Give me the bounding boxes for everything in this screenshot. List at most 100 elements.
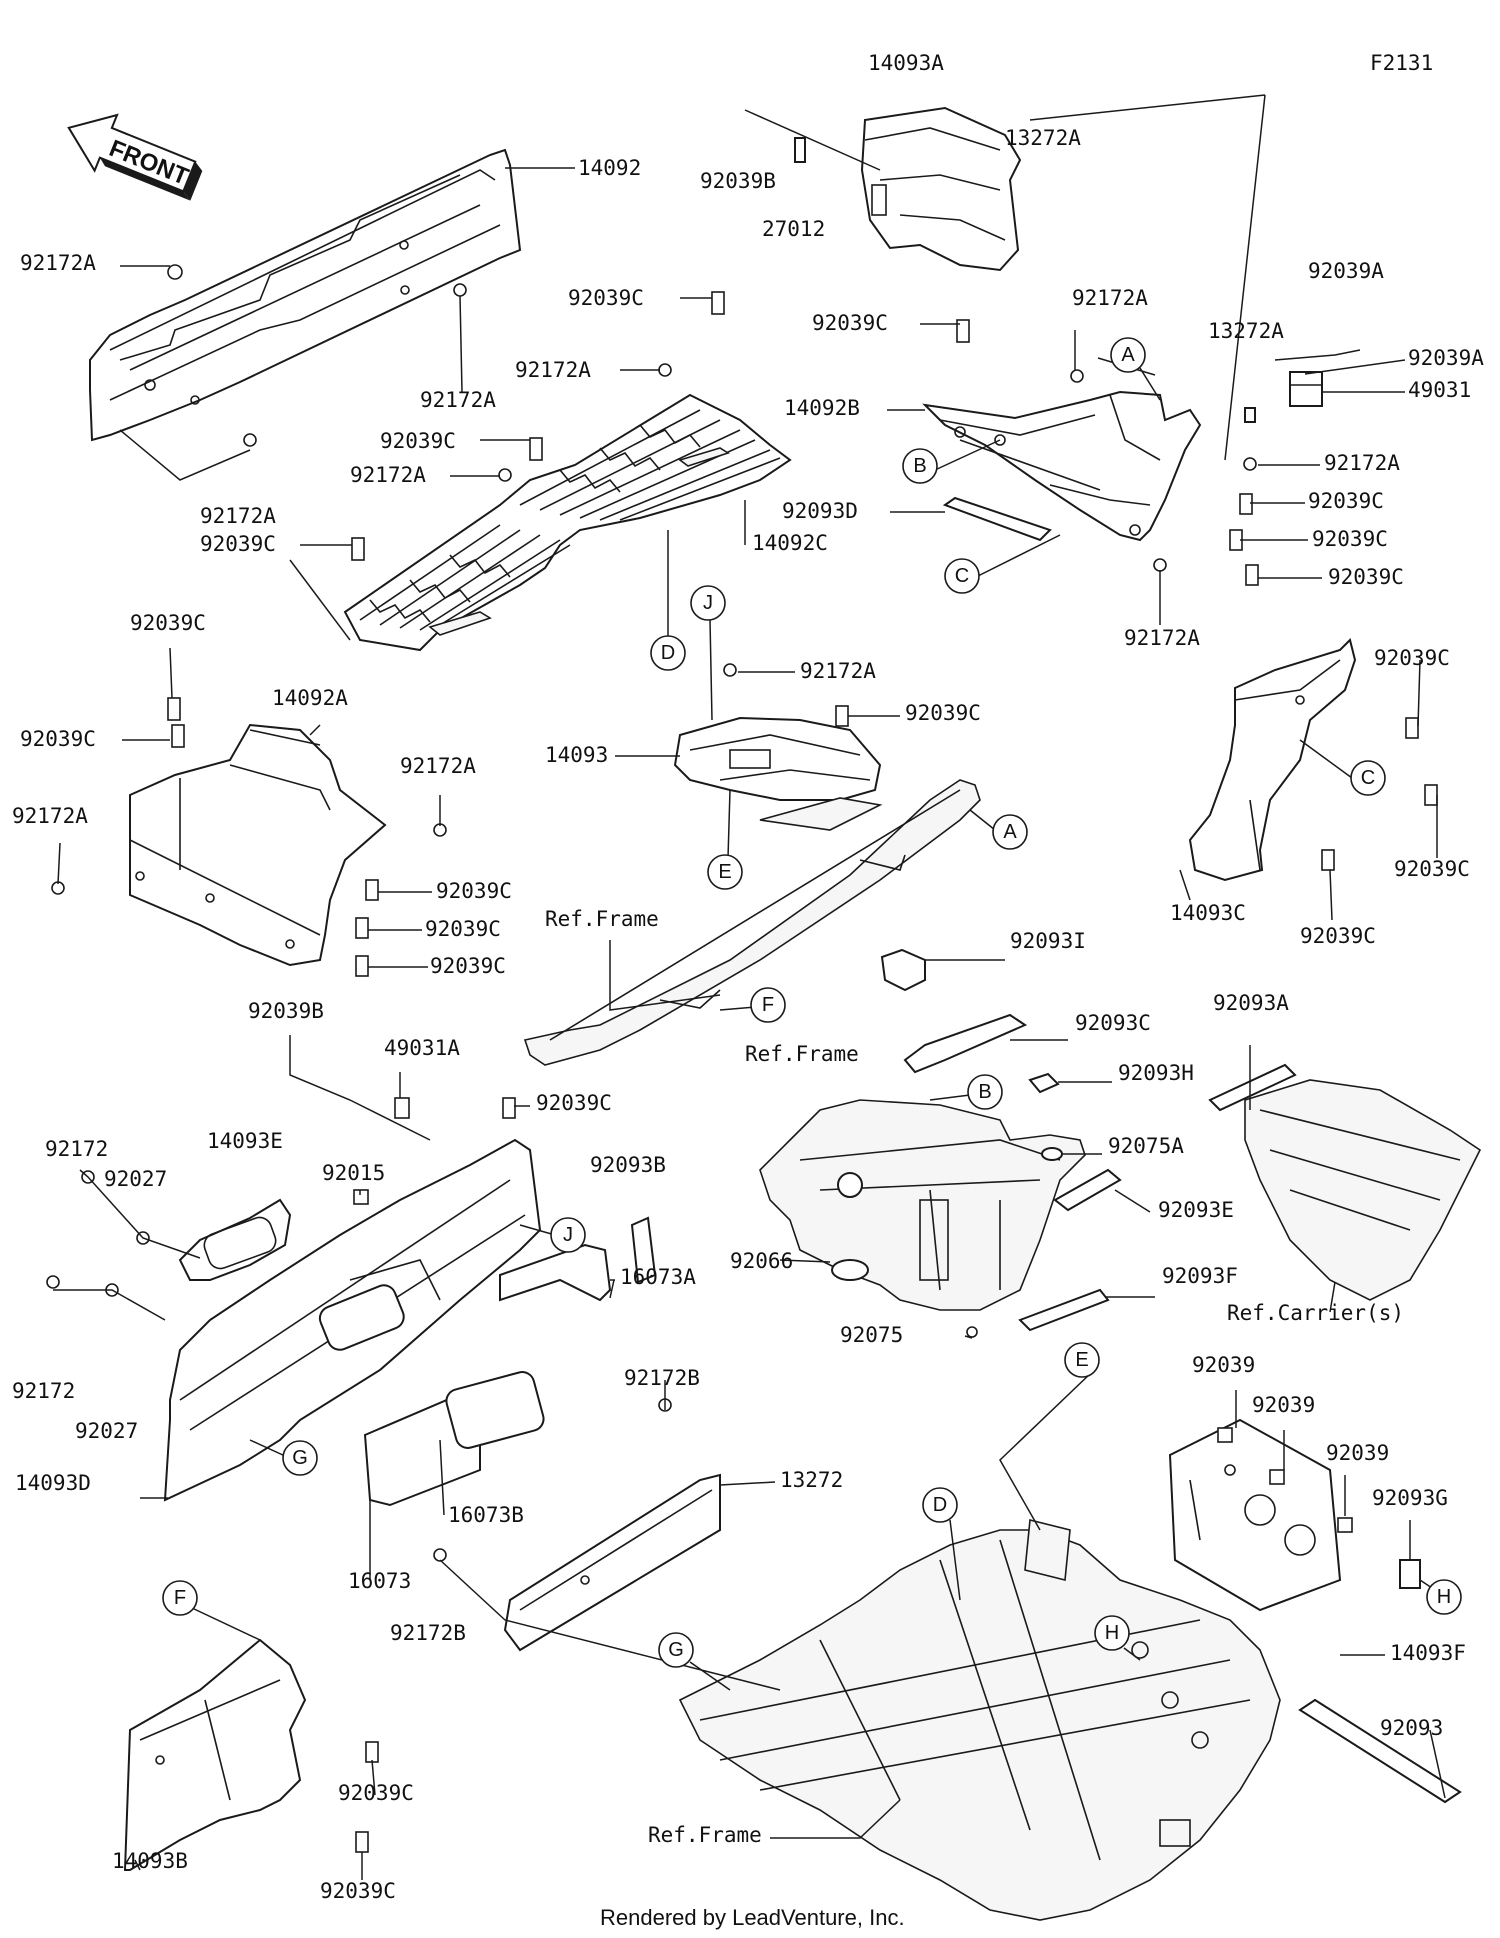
- part-label: Ref.Frame: [745, 1042, 859, 1066]
- part-label: 92039C: [338, 1781, 414, 1805]
- part-label: 92039C: [1328, 565, 1404, 589]
- part-label: 14092B: [784, 396, 860, 420]
- part-label: 92039B: [700, 169, 776, 193]
- part-label: 14093F: [1390, 1641, 1466, 1665]
- part-label: 92093A: [1213, 991, 1289, 1015]
- callout-circle: [922, 1487, 958, 1523]
- part-14092-side-cover: [89, 148, 522, 442]
- callout-circle: [1064, 1342, 1100, 1378]
- front-arrow-icon: FRONT: [67, 113, 203, 201]
- part-49031-clip: [1244, 349, 1361, 423]
- callout-circle: [750, 987, 786, 1023]
- clip-icon: [355, 917, 369, 939]
- part-label: 92172A: [12, 804, 88, 828]
- part-label: 92039C: [425, 917, 501, 941]
- part-label: 92172A: [20, 251, 96, 275]
- part-label: 92172A: [200, 504, 276, 528]
- ref-frame-center-section: [759, 1099, 1086, 1311]
- clip-icon: [365, 1741, 379, 1763]
- part-label: 92039: [1326, 1441, 1389, 1465]
- callout-circle: [162, 1580, 198, 1616]
- clip-icon: [355, 1831, 369, 1853]
- part-label: 92039C: [200, 532, 276, 556]
- part-label: 92172A: [350, 463, 426, 487]
- callout-c: C: [944, 558, 980, 594]
- part-label: 92027: [75, 1419, 138, 1443]
- part-label: 92039C: [380, 429, 456, 453]
- part-16073a-gasket: [499, 1243, 612, 1302]
- clip-icon: [1337, 1517, 1353, 1533]
- clip-icon: [529, 437, 543, 461]
- part-14093-bracket: [673, 716, 882, 801]
- part-92093h-pad: [1028, 1072, 1060, 1094]
- part-label: 92172: [12, 1379, 75, 1403]
- part-label: 92172: [45, 1137, 108, 1161]
- clip-icon: [956, 319, 970, 343]
- part-label: 92039C: [536, 1091, 612, 1115]
- part-label: 92015: [322, 1161, 385, 1185]
- clip-icon: [167, 697, 181, 721]
- bolt-icon: [46, 1275, 60, 1289]
- part-label: 14093C: [1170, 901, 1246, 925]
- part-label: 16073A: [620, 1265, 696, 1289]
- clip-icon: [351, 537, 365, 561]
- part-label: 92093E: [1158, 1198, 1234, 1222]
- part-label: 92039C: [812, 311, 888, 335]
- callout-letter: B: [913, 455, 926, 477]
- bolt-icon: [243, 433, 257, 447]
- part-label: 16073B: [448, 1503, 524, 1527]
- part-92093i-pad: [880, 948, 926, 992]
- part-label: 49031A: [384, 1036, 460, 1060]
- fastener-icons: [46, 264, 1438, 1853]
- ref-frame-rail: [523, 779, 981, 1066]
- part-92066-grommet: [831, 1259, 869, 1281]
- part-label: 92039C: [430, 954, 506, 978]
- part-label: 92075A: [1108, 1134, 1184, 1158]
- callout-circle: [650, 635, 686, 671]
- clip-icon: [835, 705, 849, 727]
- callout-letter: J: [703, 592, 713, 614]
- part-label: 27012: [762, 217, 825, 241]
- part-label: 92172A: [400, 754, 476, 778]
- part-92093b-pad: [630, 1216, 657, 1284]
- callout-circle: [658, 1632, 694, 1668]
- clip-icon: [1239, 493, 1253, 515]
- part-label: 92093C: [1075, 1011, 1151, 1035]
- clip-icon: [355, 955, 369, 977]
- callout-f: F: [162, 1580, 198, 1616]
- part-label: 92066: [730, 1249, 793, 1273]
- part-14093f-panel: [1168, 1418, 1342, 1612]
- part-92093c-pad: [903, 1013, 1028, 1074]
- part-92093f-pad: [1018, 1288, 1110, 1332]
- callout-a: A: [992, 814, 1028, 850]
- part-label: 92039C: [1374, 646, 1450, 670]
- callout-circle: [1110, 337, 1146, 373]
- clip-icon: [365, 879, 379, 901]
- clip-icon: [1245, 564, 1259, 586]
- part-14092b-floor-bracket: [922, 390, 1202, 542]
- ref-carrier: [1208, 1063, 1482, 1301]
- part-label: 92027: [104, 1167, 167, 1191]
- callout-f: F: [750, 987, 786, 1023]
- part-label: 14092C: [752, 531, 828, 555]
- callout-letter: D: [933, 1494, 947, 1516]
- part-label: 49031: [1408, 378, 1471, 402]
- callout-circle: [967, 1074, 1003, 1110]
- callout-j: J: [550, 1217, 586, 1253]
- part-14093a-duct: [744, 106, 1022, 272]
- part-14092c-floor-mat: [343, 393, 792, 652]
- label-group: 14093A13272A92039B270121409292172A92172A…: [12, 51, 1484, 1903]
- clip-icon: [1405, 717, 1419, 739]
- callout-letter: H: [1437, 1586, 1451, 1608]
- part-label: 92039: [1252, 1393, 1315, 1417]
- clip-icon: [1217, 1427, 1233, 1443]
- part-label: 92172A: [1072, 286, 1148, 310]
- bolt-icon: [1243, 457, 1257, 471]
- callout-d: D: [650, 635, 686, 671]
- part-14092a-side-cover: [129, 723, 387, 967]
- part-label: 92039A: [1408, 346, 1484, 370]
- callout-letter: G: [292, 1447, 308, 1469]
- callout-e: E: [1064, 1342, 1100, 1378]
- part-label: 92172A: [420, 388, 496, 412]
